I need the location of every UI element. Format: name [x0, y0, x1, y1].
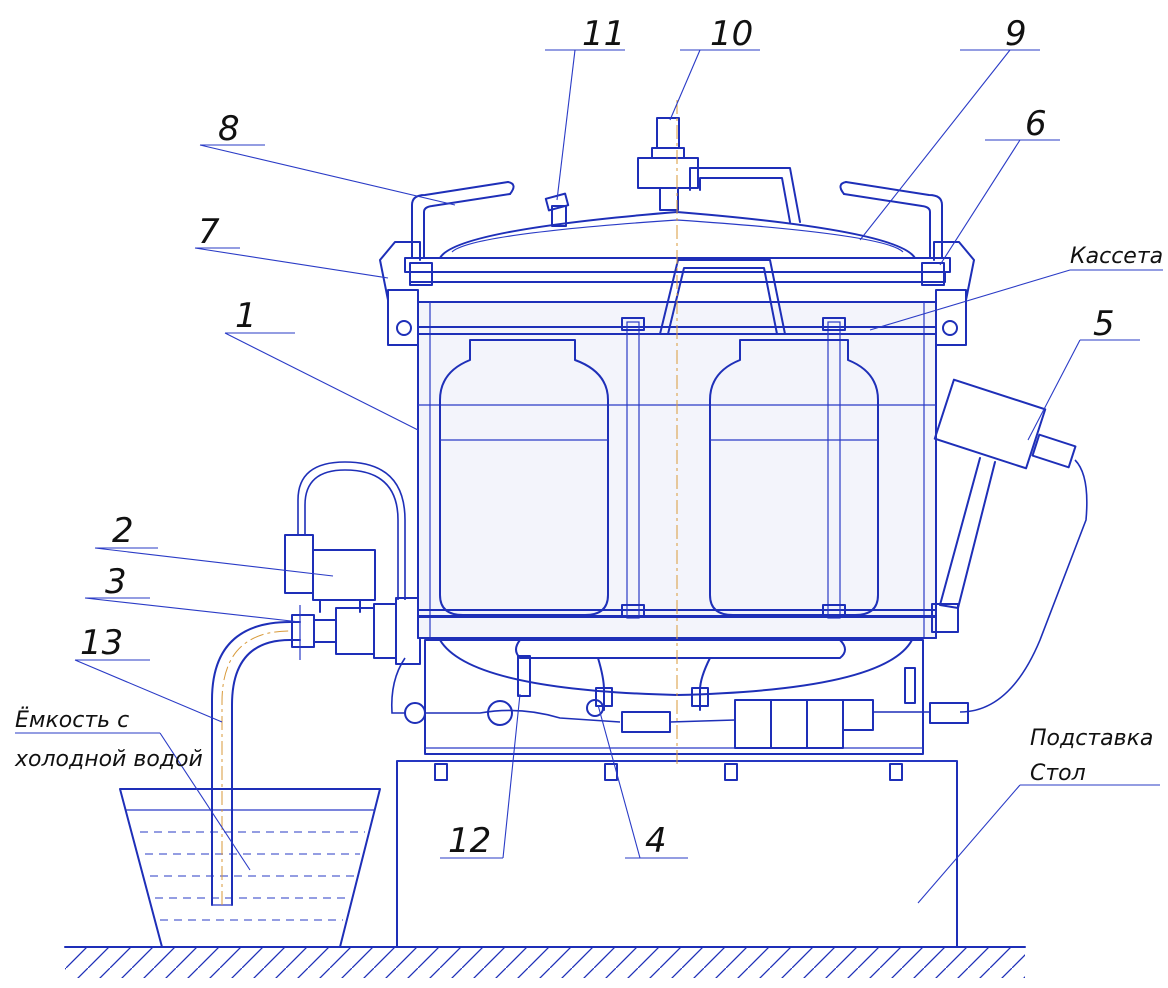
- callout-1: 1: [235, 296, 257, 336]
- safety-valve: [637, 117, 699, 211]
- callout-6: 6: [1025, 104, 1047, 144]
- callout-8: 8: [218, 109, 240, 149]
- label-cassette: Кассета: [1070, 244, 1163, 269]
- glass-jars: [439, 339, 879, 616]
- pressure-fitting: [544, 192, 570, 227]
- leader-lines: [15, 49, 1163, 904]
- suction-pipe: [211, 621, 301, 906]
- lid-handles: [411, 181, 943, 259]
- floor: [64, 946, 1026, 978]
- label-stand-line1: Подставка: [1030, 726, 1153, 751]
- callout-2: 2: [112, 511, 134, 551]
- lower-housing: [390, 639, 969, 781]
- callout-13: 13: [80, 623, 123, 663]
- callout-5: 5: [1093, 304, 1115, 344]
- cold-water-container: [119, 788, 381, 948]
- callout-7: 7: [198, 212, 220, 252]
- callout-10: 10: [710, 14, 753, 54]
- label-tank-line2: холодной водой: [14, 747, 203, 772]
- pipe-fittings: [291, 597, 421, 665]
- top-handle: [689, 167, 801, 223]
- callout-9: 9: [1005, 14, 1027, 54]
- label-stand-line2: Стол: [1030, 761, 1086, 786]
- callout-12: 12: [448, 821, 491, 861]
- solenoid-valve: [284, 461, 406, 613]
- callout-11: 11: [582, 14, 625, 54]
- callout-3: 3: [105, 562, 127, 602]
- callout-4: 4: [645, 821, 667, 861]
- thermometer: [931, 378, 1088, 713]
- label-tank-line1: Ёмкость с: [15, 707, 129, 733]
